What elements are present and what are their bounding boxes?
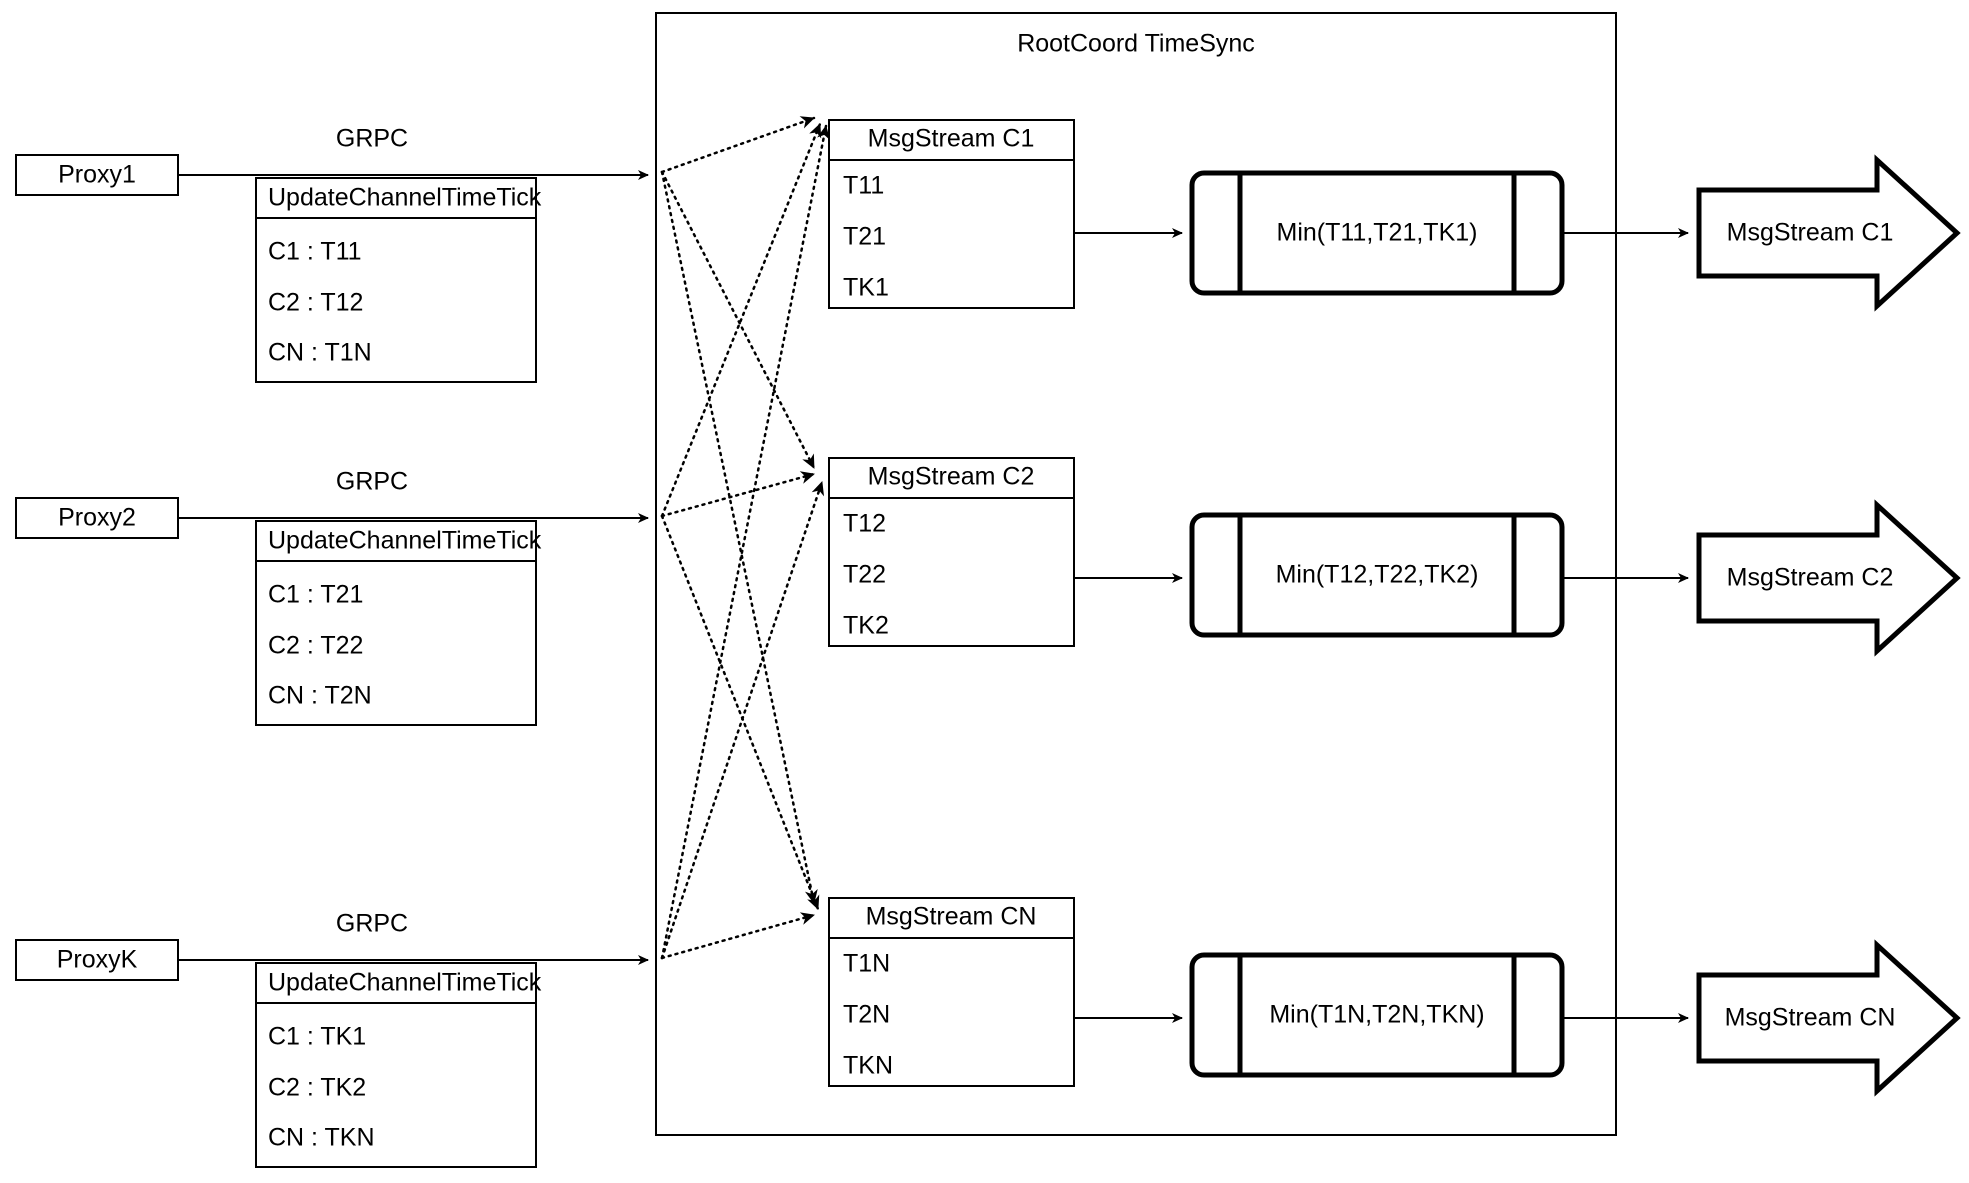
- timetick-row-3-2: CN : TKN: [268, 1124, 375, 1152]
- proxy-box-1[interactable]: [15, 154, 179, 196]
- dotted-link-pk-cn: [660, 912, 816, 960]
- msgstream-row-3-1: T2N: [843, 1001, 890, 1029]
- msgstream-row-1-0: T11: [843, 172, 884, 200]
- dotted-link-p1-c2: [660, 170, 816, 470]
- timetick-row-1-2: CN : T1N: [268, 339, 372, 367]
- proxy-box-3[interactable]: [15, 939, 179, 981]
- timetick-header-1: UpdateChannelTimeTick: [268, 184, 542, 212]
- timetick-row-1-1: C2 : T12: [268, 289, 363, 317]
- dotted-link-pk-c1: [660, 124, 830, 960]
- rootcoord-timesync-title: RootCoord TimeSync: [1017, 30, 1255, 58]
- msgstream-row-1-1: T21: [843, 223, 886, 251]
- msgstream-box-1: [828, 119, 1075, 309]
- timetick-row-3-0: C1 : TK1: [268, 1023, 366, 1051]
- proxy-label-3: ProxyK: [57, 946, 138, 974]
- proxy-label-2: Proxy2: [58, 504, 136, 532]
- timetick-row-2-2: CN : T2N: [268, 682, 372, 710]
- update-channel-timetick-box-2: [255, 520, 537, 726]
- output-label-2: MsgStream C2: [1727, 564, 1894, 592]
- dotted-link-p2-c2: [660, 471, 816, 518]
- msgstream-row-2-2: TK2: [843, 612, 889, 640]
- dotted-link-p2-c1: [660, 122, 822, 518]
- timetick-header-3: UpdateChannelTimeTick: [268, 969, 542, 997]
- dotted-link-p1-cn: [660, 170, 818, 905]
- timetick-row-1-0: C1 : T11: [268, 238, 362, 266]
- msgstream-header-2: MsgStream C2: [868, 463, 1035, 491]
- update-channel-timetick-box-3: [255, 962, 537, 1168]
- msgstream-row-2-0: T12: [843, 510, 886, 538]
- output-label-3: MsgStream CN: [1725, 1004, 1896, 1032]
- msgstream-row-3-0: T1N: [843, 950, 890, 978]
- dotted-link-pk-c2: [660, 480, 825, 960]
- dotted-link-p1-c1: [660, 116, 816, 174]
- min-label-1: Min(T11,T21,TK1): [1277, 219, 1478, 247]
- grpc-label-2: GRPC: [336, 468, 408, 496]
- msgstream-header-3: MsgStream CN: [866, 903, 1037, 931]
- grpc-label-1: GRPC: [336, 125, 408, 153]
- proxy-label-1: Proxy1: [58, 161, 136, 189]
- min-process-box-3: [1189, 952, 1565, 1078]
- msgstream-row-3-2: TKN: [843, 1052, 893, 1080]
- timetick-row-2-1: C2 : T22: [268, 632, 363, 660]
- timetick-row-3-1: C2 : TK2: [268, 1074, 366, 1102]
- output-arrow-shape-2: [1696, 499, 1961, 657]
- min-process-box-2: [1189, 512, 1565, 638]
- min-label-3: Min(T1N,T2N,TKN): [1269, 1001, 1484, 1029]
- timetick-row-2-0: C1 : T21: [268, 581, 363, 609]
- grpc-label-3: GRPC: [336, 910, 408, 938]
- dotted-link-p2-cn: [660, 514, 820, 911]
- msgstream-box-2: [828, 457, 1075, 647]
- min-label-2: Min(T12,T22,TK2): [1276, 561, 1479, 589]
- msgstream-box-3: [828, 897, 1075, 1087]
- output-label-1: MsgStream C1: [1727, 219, 1894, 247]
- update-channel-timetick-box-1: [255, 177, 537, 383]
- msgstream-header-1: MsgStream C1: [868, 125, 1035, 153]
- timetick-header-2: UpdateChannelTimeTick: [268, 527, 542, 555]
- output-arrow-shape-1: [1696, 154, 1961, 312]
- output-arrow-shape-3: [1696, 939, 1961, 1097]
- msgstream-row-1-2: TK1: [843, 274, 889, 302]
- msgstream-row-2-1: T22: [843, 561, 886, 589]
